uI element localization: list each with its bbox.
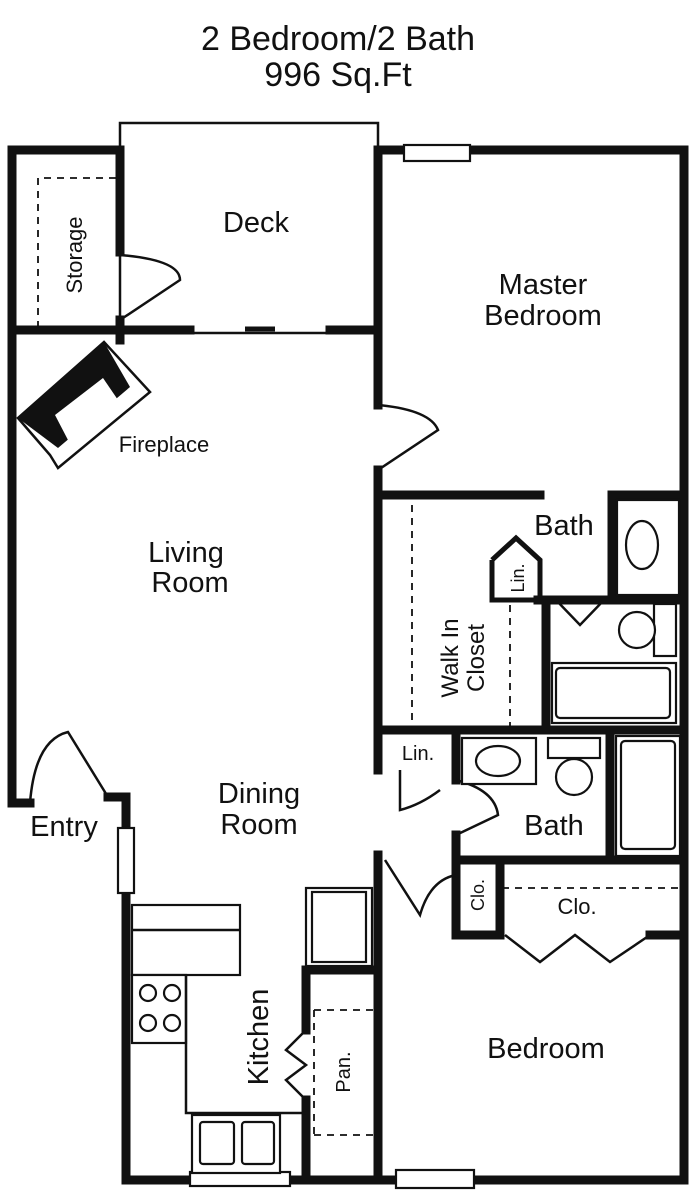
label-living-2: Room [151,567,228,599]
fireplace-icon [16,340,152,470]
label-bath-hall: Bath [524,810,584,842]
label-fireplace: Fireplace [119,432,209,457]
room-labels: Deck Storage Master Bedroom Fireplace Li… [30,207,605,1093]
interior-walls [7,145,689,1185]
kitchen-fixtures [130,886,374,1175]
master-bath-fixtures [489,498,681,725]
label-linen-hall: Lin. [402,743,434,765]
label-closet-small: Clo. [468,879,488,911]
label-deck: Deck [223,207,290,239]
windows [116,143,476,1190]
pantry-shelf [313,1009,376,1136]
label-walkin-1: Walk In [437,618,464,697]
label-bath-master: Bath [534,510,594,542]
label-storage: Storage [62,216,87,293]
exterior-walls [7,145,689,1185]
label-master-2: Bedroom [484,300,602,332]
hall-bath-fixtures [460,734,682,858]
plan-title: 2 Bedroom/2 Bath [201,20,475,58]
plan-area: 996 Sq.Ft [264,56,412,94]
label-living-1: Living [148,537,224,569]
label-master-1: Master [499,269,588,301]
label-entry: Entry [30,811,98,843]
storage-shelf [37,177,118,328]
label-dining-2: Room [220,809,297,841]
label-bedroom: Bedroom [487,1033,605,1065]
label-dining-1: Dining [218,778,300,810]
label-linen-master: Lin. [508,563,528,592]
label-closet-bed: Clo. [557,894,596,919]
label-pantry: Pan. [333,1051,355,1092]
deck-outline [118,121,380,150]
doors [28,253,651,1101]
label-walkin-2: Closet [463,624,490,692]
label-kitchen: Kitchen [243,989,275,1086]
